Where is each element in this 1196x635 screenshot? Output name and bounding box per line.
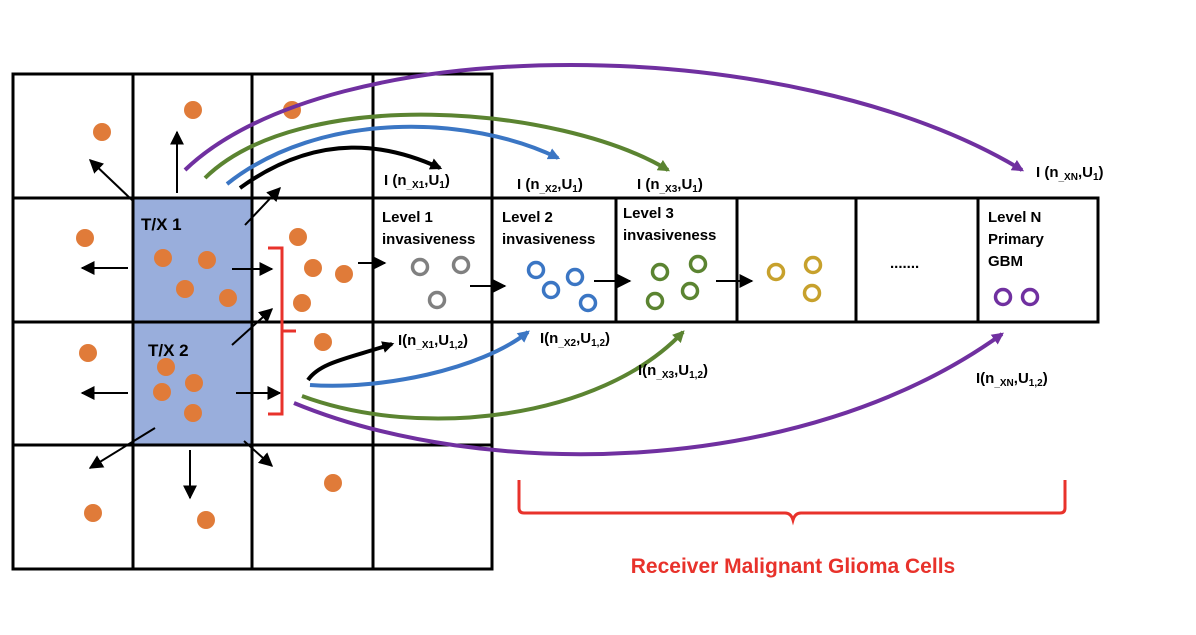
top-label-xn: I (n_XN,U1) bbox=[1036, 164, 1104, 183]
top-label-x2: I (n_X2,U1) bbox=[517, 176, 583, 195]
tx1-label: T/X 1 bbox=[141, 215, 182, 234]
tx2-label: T/X 2 bbox=[148, 341, 189, 360]
level2-subtitle: invasiveness bbox=[502, 231, 595, 248]
level3-title: Level 3 bbox=[623, 205, 674, 222]
red-bracket bbox=[268, 246, 296, 416]
top-label-x1: I (n_X1,U1) bbox=[384, 172, 450, 191]
level2-title: Level 2 bbox=[502, 209, 553, 226]
level1-subtitle: invasiveness bbox=[382, 231, 475, 248]
bottom-label-x1: I(n_X1,U1,2) bbox=[398, 332, 468, 351]
receiver-label: Receiver Malignant Glioma Cells bbox=[631, 555, 955, 578]
bottom-label-x3: I(n_X3,U1,2) bbox=[638, 362, 708, 381]
migration-arrows bbox=[80, 130, 754, 500]
bottom-label-xn: I(n_XN,U1,2) bbox=[976, 370, 1048, 389]
signal-arrows bbox=[183, 63, 1025, 457]
level2-cells bbox=[526, 260, 598, 313]
receiver-brace bbox=[517, 480, 1067, 526]
level4-cells bbox=[766, 255, 823, 303]
levelN-gbm: GBM bbox=[988, 253, 1023, 270]
level3-cells bbox=[645, 254, 708, 311]
level-boxes bbox=[490, 196, 1100, 324]
level3-subtitle: invasiveness bbox=[623, 227, 716, 244]
orange-cells bbox=[76, 101, 353, 529]
ellipsis: ....... bbox=[890, 255, 919, 272]
level1-title: Level 1 bbox=[382, 209, 433, 226]
levelN-title: Level N bbox=[988, 209, 1041, 226]
level1-cells bbox=[410, 255, 471, 310]
tissue-grid bbox=[11, 72, 494, 571]
levelN-subtitle: Primary bbox=[988, 231, 1045, 248]
top-label-x3: I (n_X3,U1) bbox=[637, 176, 703, 195]
levelN-cells bbox=[993, 287, 1040, 307]
bottom-label-x2: I(n_X2,U1,2) bbox=[540, 330, 610, 349]
